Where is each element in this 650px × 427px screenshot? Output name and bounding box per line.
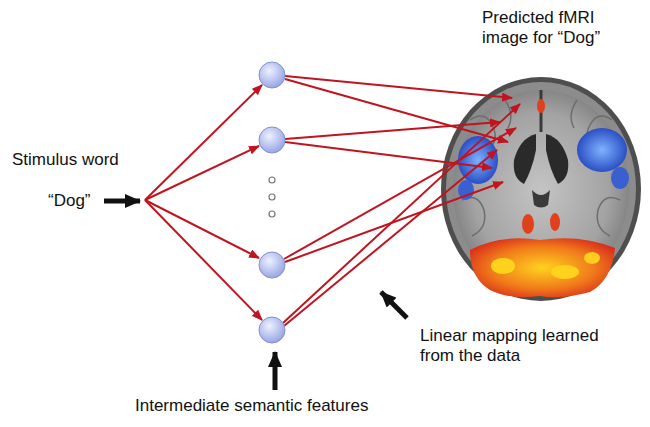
feature-unit xyxy=(259,127,285,153)
features-label: Intermediate semantic features xyxy=(135,396,368,416)
red-arrow xyxy=(145,146,259,200)
red-arrow xyxy=(285,79,508,142)
red-arrow xyxy=(283,104,520,323)
feature-units xyxy=(259,62,285,343)
feature-unit xyxy=(259,62,285,88)
ventricle xyxy=(546,134,568,184)
stimulus-word: “Dog” xyxy=(48,191,91,211)
red-arrow xyxy=(285,182,503,262)
stimulus-label: Stimulus word xyxy=(12,150,119,170)
fmri-brain-image xyxy=(441,77,641,301)
red-arrow xyxy=(284,150,497,326)
hot-activation xyxy=(550,213,560,231)
ventricle xyxy=(514,134,536,184)
red-arrow xyxy=(285,76,512,98)
red-arrow xyxy=(285,142,492,168)
red-arrow xyxy=(145,200,259,258)
feature-unit xyxy=(259,317,285,343)
hot-activation xyxy=(537,99,545,113)
blue-activation xyxy=(577,128,627,172)
red-arrow xyxy=(285,122,500,139)
red-arrow xyxy=(145,85,262,200)
red-arrow xyxy=(145,200,262,320)
hot-activation xyxy=(491,258,515,274)
hot-activation xyxy=(522,214,534,234)
feature-unit xyxy=(259,252,285,278)
mapping-arrows xyxy=(283,76,520,326)
mapping-label: Linear mapping learned from the data xyxy=(420,326,620,366)
ellipsis-dots xyxy=(269,177,275,217)
mapping-pointer xyxy=(381,292,407,318)
hot-activation xyxy=(551,265,579,279)
dot xyxy=(269,211,275,217)
red-arrow xyxy=(284,128,516,259)
pointer-arrows xyxy=(104,201,407,390)
hot-activation xyxy=(470,238,615,297)
features-pointer xyxy=(273,352,278,390)
blue-activation xyxy=(611,167,629,189)
image-caption: Predicted fMRI image for “Dog” xyxy=(482,8,628,48)
dot xyxy=(269,194,275,200)
ventricle xyxy=(532,190,550,208)
stimulus-arrows xyxy=(145,85,262,320)
hot-activation xyxy=(584,252,600,264)
scalp xyxy=(441,77,641,301)
dot xyxy=(269,177,275,183)
stimulus-pointer xyxy=(104,199,140,204)
